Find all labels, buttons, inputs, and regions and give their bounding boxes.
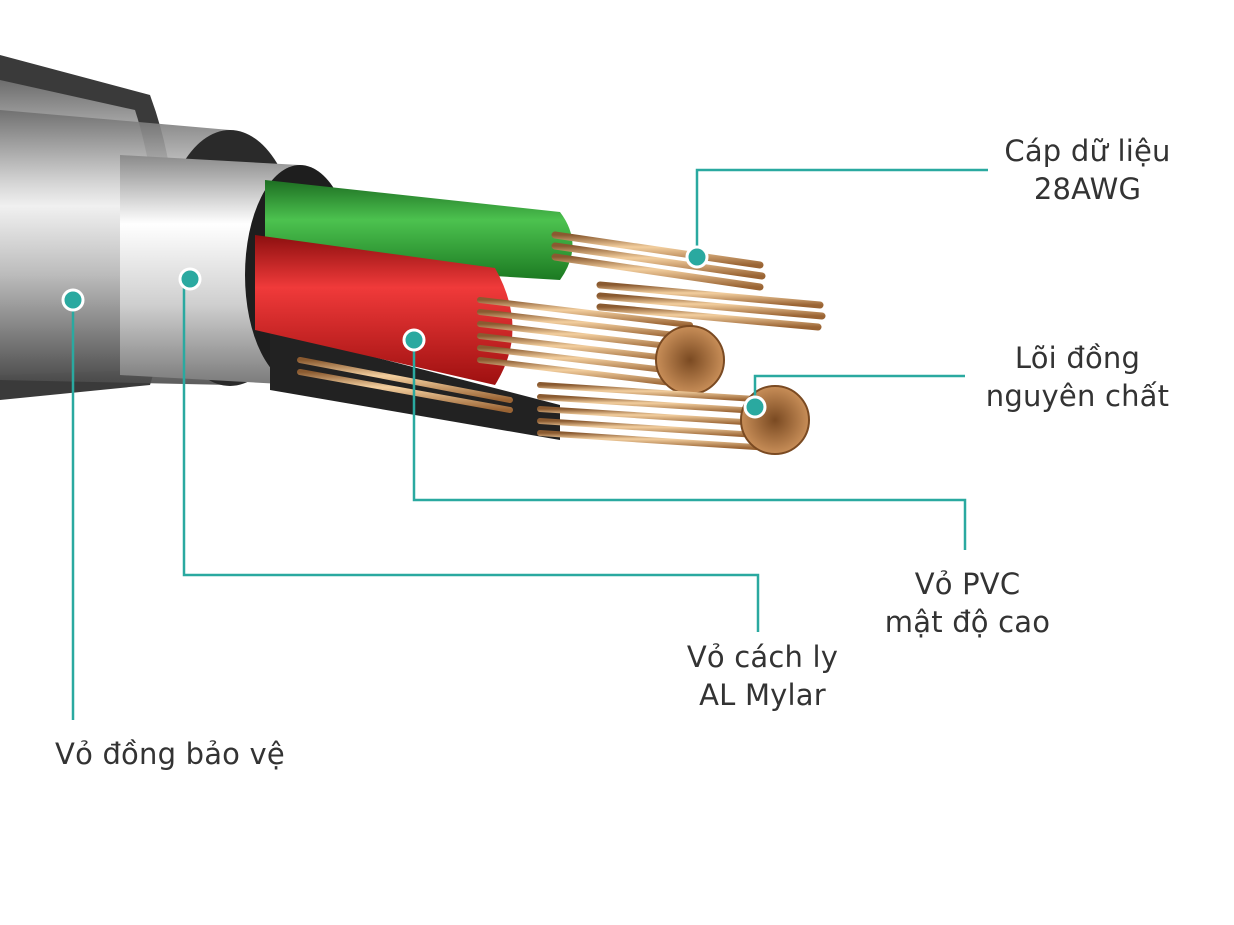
red-conductor <box>255 235 725 395</box>
dot-mylar-shield <box>178 267 202 291</box>
lower-copper-core <box>297 357 810 455</box>
dot-pvc-sheath <box>402 328 426 352</box>
leader-dots <box>61 245 767 419</box>
label-data-cable: Cáp dữ liệu 28AWG <box>1004 134 1171 206</box>
dot-data-cable <box>685 245 709 269</box>
leader-mylar-shield <box>182 279 760 632</box>
label-copper-braid-jacket: Vỏ đồng bảo vệ <box>55 737 285 771</box>
label-pvc-sheath: Vỏ PVC mật độ cao <box>884 567 1051 639</box>
dot-copper-jacket <box>61 288 85 312</box>
leader-data-cable <box>695 168 988 257</box>
label-pure-copper-core: Lõi đồng nguyên chất <box>985 341 1170 413</box>
label-mylar-shield: Vỏ cách ly AL Mylar <box>686 640 839 712</box>
leader-lines <box>71 168 988 720</box>
leader-pvc-sheath <box>412 340 967 550</box>
dot-copper-core <box>743 395 767 419</box>
